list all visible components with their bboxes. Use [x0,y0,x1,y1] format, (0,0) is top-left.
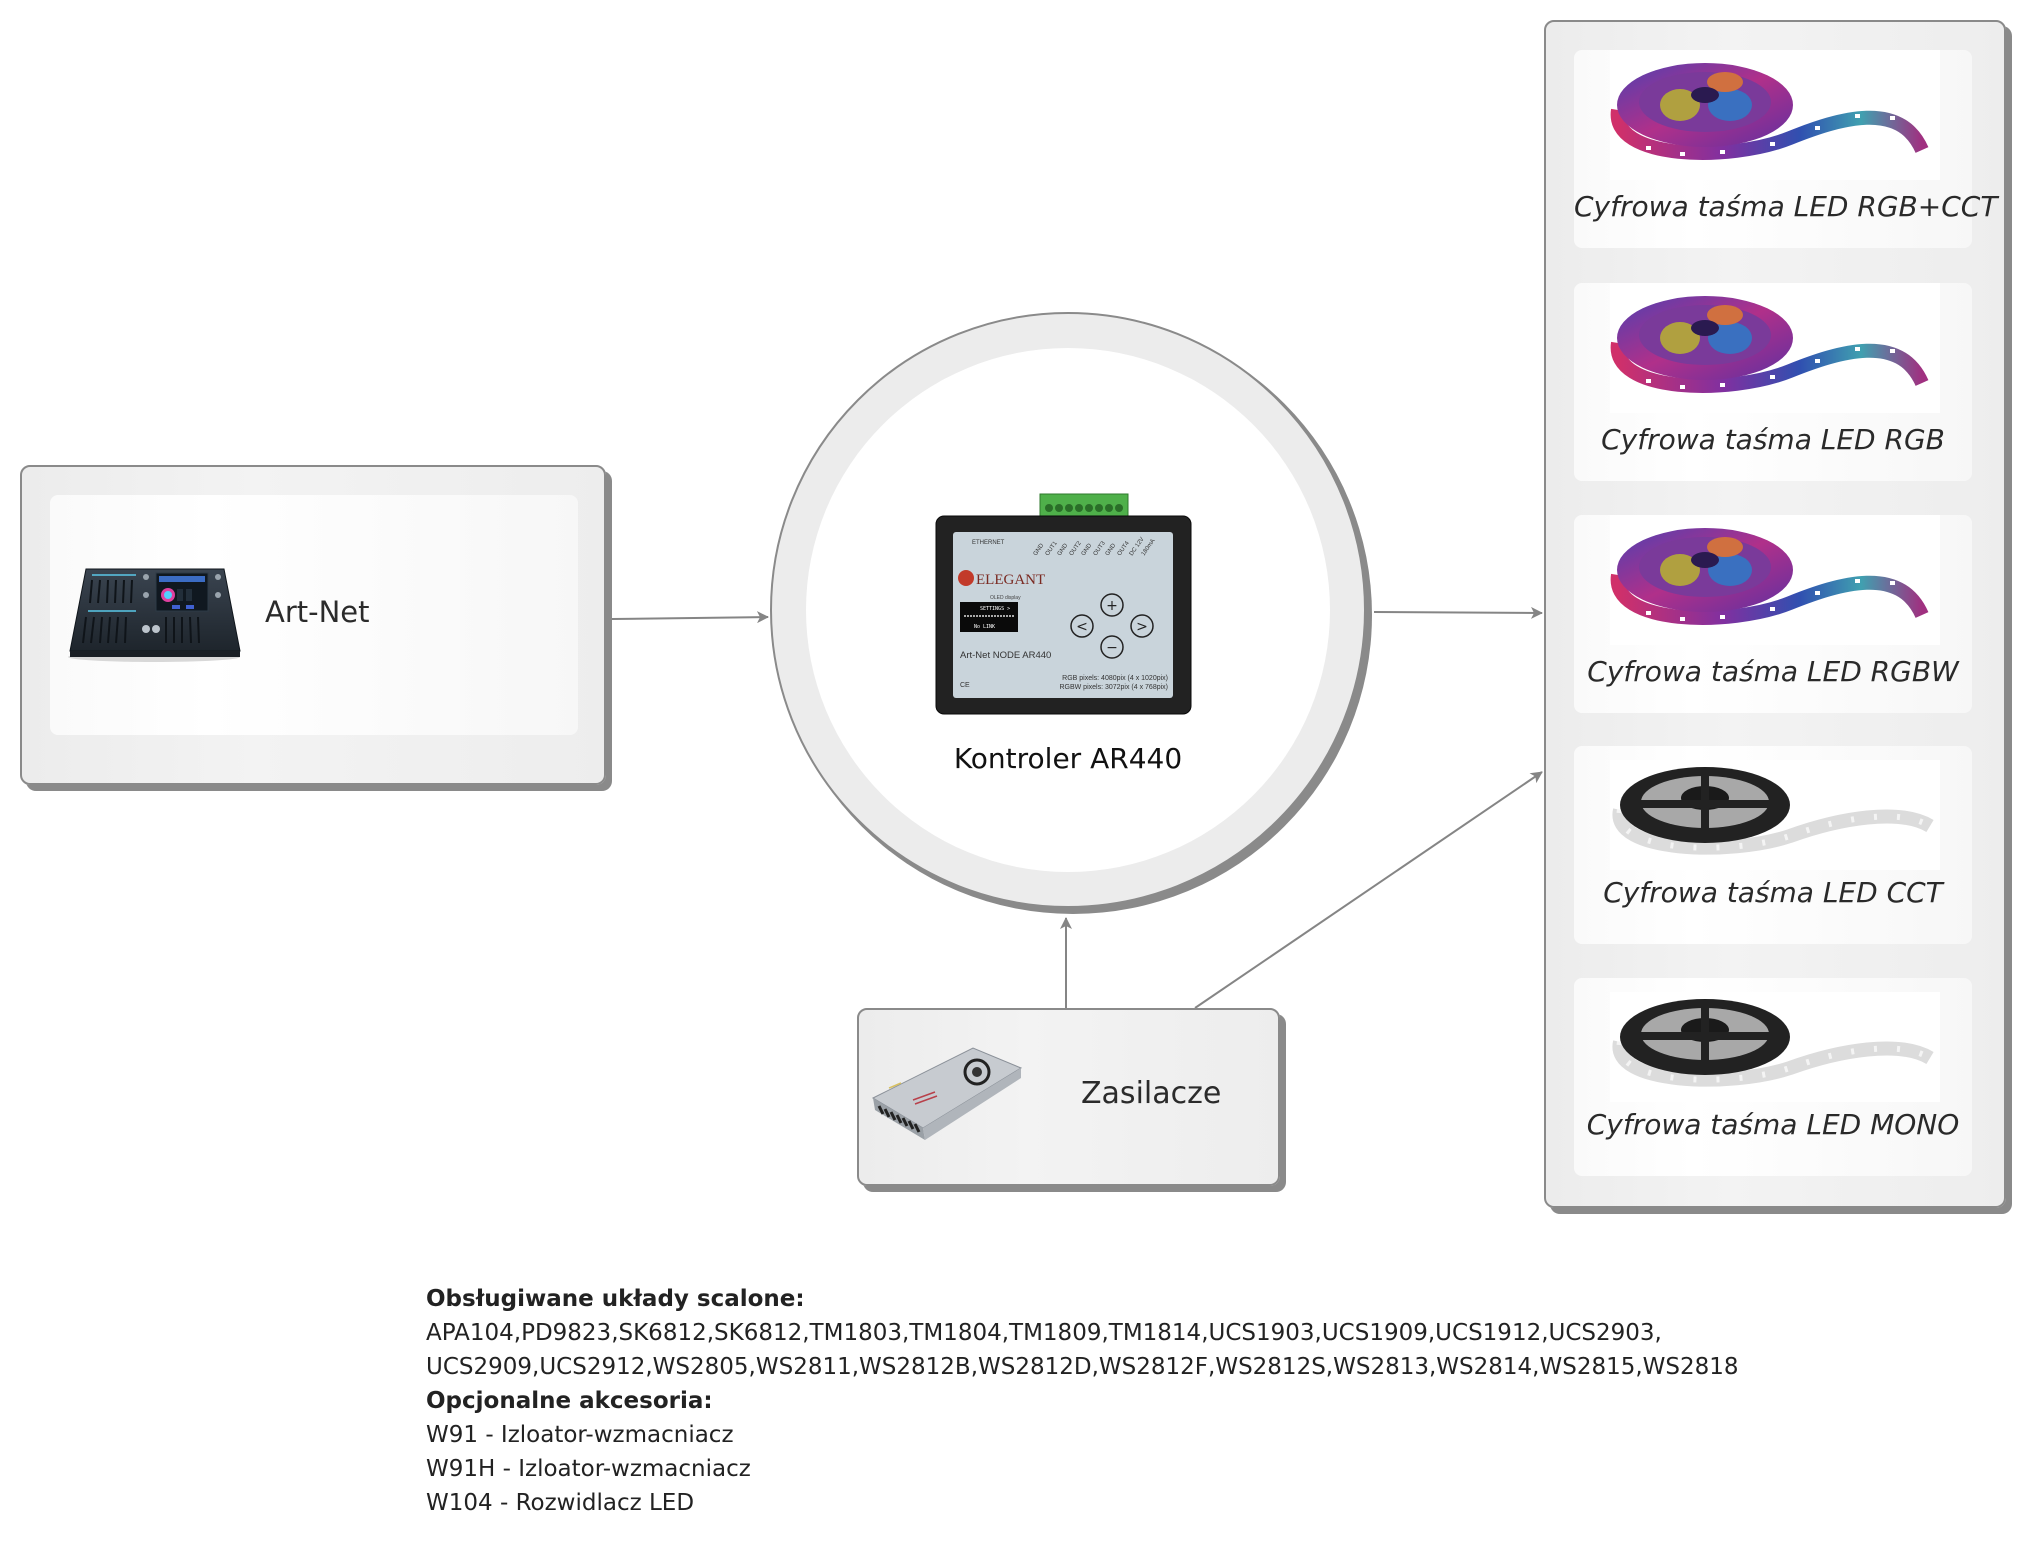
accessories-heading: Opcjonalne akcesoria: [426,1388,713,1414]
led-strip-label: Cyfrowa taśma LED MONO [1586,1108,1960,1141]
power-supply-label: Zasilacze [1081,1076,1222,1111]
device-right-button-icon [1130,614,1154,638]
device-rgbw-pixels: RGBW pixels: 3072pix (4 x 768pix) [1059,684,1168,691]
device-plus-button-icon [1100,593,1124,617]
led-strip-card[interactable]: Cyfrowa taśma LED RGB [1574,283,1972,481]
rgb-led-strip-reel-icon [1610,515,1940,645]
accessory-item: W104 - Rozwidlacz LED [426,1490,695,1516]
artnet-node[interactable]: Art-Net [20,465,606,785]
device-left-button-icon [1070,614,1094,638]
device-model: Art-Net NODE AR440 [960,650,1051,661]
led-strip-card[interactable]: Cyfrowa taśma LED CCT [1574,746,1972,944]
left-glyph: < [1076,619,1088,635]
device-display-line-1: SETTINGS > [980,606,1010,612]
accessory-item: W91H - Izloator-wzmacniacz [426,1456,751,1482]
power-supply-icon [871,1047,1023,1148]
white-led-strip-reel-icon [1610,760,1940,870]
led-strip-label: Cyfrowa taśma LED RGBW [1587,655,1959,688]
device-minus-button-icon [1100,635,1124,659]
arrow-artnet-to-controller [611,611,769,624]
device-display-line-2: No LINK [974,624,995,630]
accessory-item: W91 - Izloator-wzmacniacz [426,1422,734,1448]
artnet-card: Art-Net [50,495,578,735]
controller-label: Kontroler AR440 [953,742,1183,775]
ce-mark: CE [960,682,970,689]
led-strip-label: Cyfrowa taśma LED CCT [1603,876,1943,909]
chips-line-1: APA104,PD9823,SK6812,SK6812,TM1803,TM180… [426,1320,1662,1346]
led-strip-card[interactable]: Cyfrowa taśma LED RGBW [1574,515,1972,713]
led-strip-card[interactable]: Cyfrowa taśma LED RGB+CCT [1574,50,1998,248]
power-supply-node[interactable]: Zasilacze [857,1008,1280,1186]
device-ethernet-label: ETHERNET [972,540,1005,546]
led-strips-panel: Cyfrowa taśma LED RGB+CCT Cyfrowa taśma L… [1544,20,2006,1208]
right-glyph: > [1136,619,1148,635]
led-strip-label: Cyfrowa taśma LED RGB [1601,423,1945,456]
device-brand: ELEGANT [976,572,1045,588]
lighting-console-icon [64,565,244,665]
device-display-label: OLED display [990,595,1021,601]
plus-glyph: + [1106,598,1118,614]
rgb-led-strip-reel-icon [1610,283,1940,413]
chips-line-2: UCS2909,UCS2912,WS2805,WS2811,WS2812B,WS… [426,1354,1739,1380]
led-strip-label: Cyfrowa taśma LED RGB+CCT [1574,190,1998,223]
rgb-led-strip-reel-icon [1610,50,1940,180]
minus-glyph: − [1106,640,1118,656]
chips-heading: Obsługiwane układy scalone: [426,1286,805,1312]
led-strip-card[interactable]: Cyfrowa taśma LED MONO [1574,978,1972,1176]
device-rgb-pixels: RGB pixels: 4080pix (4 x 1020pix) [1062,675,1168,682]
artnet-label: Art-Net [265,595,370,629]
white-led-strip-reel-icon [1610,992,1940,1102]
arrow-controller-to-strips [1373,606,1543,619]
info-section: Obsługiwane układy scalone: APA104,PD982… [426,1282,1739,1520]
